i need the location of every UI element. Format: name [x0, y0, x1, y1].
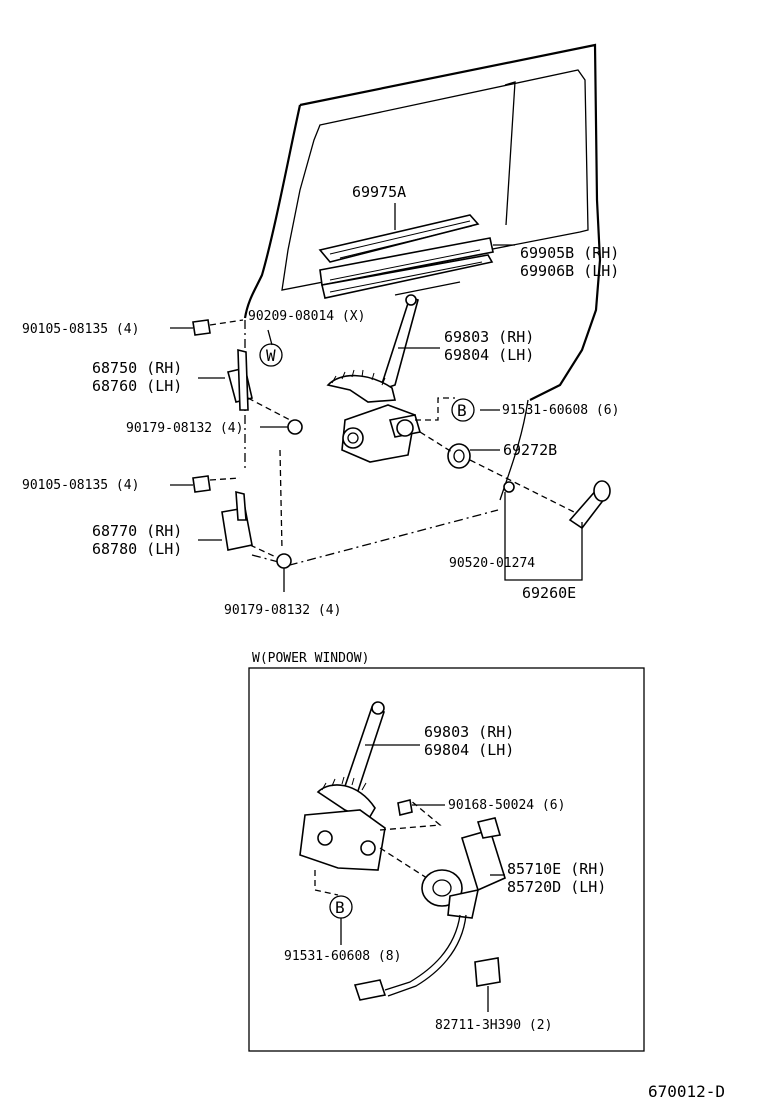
connector — [474, 957, 501, 1012]
callout-b-power: B — [335, 898, 345, 917]
label-motor-lh: 85720D (LH) — [507, 878, 606, 896]
label-pw-regulator-lh: 69804 (LH) — [424, 741, 514, 759]
power-regulator — [299, 701, 442, 896]
label-nut-upper: 90179-08132 (4) — [126, 421, 243, 436]
label-glass: 69975A — [352, 183, 406, 201]
label-washer-w: 90209-08014 (X) — [248, 309, 365, 324]
label-regulator-rh: 69803 (RH) — [444, 328, 534, 346]
label-clip: 90520-01274 — [449, 556, 535, 571]
label-hinge-lower-lh: 68780 (LH) — [92, 540, 182, 558]
label-hinge-lower-rh: 68770 (RH) — [92, 522, 182, 540]
label-channel-lh: 69906B (LH) — [520, 262, 619, 280]
lower-hinge-group — [170, 475, 292, 569]
label-bolt-b: 91531-60608 (6) — [502, 403, 619, 418]
callout-b: B — [457, 401, 467, 420]
label-hinge-upper-rh: 68750 (RH) — [92, 359, 182, 377]
label-pw-bolt: 91531-60608 (8) — [284, 949, 401, 964]
label-seat: 69272B — [503, 441, 557, 459]
leaders-upper — [198, 203, 515, 592]
handle-group — [419, 431, 611, 581]
callout-w: W — [266, 346, 276, 365]
label-bolt-top: 90105-08135 (4) — [22, 322, 139, 337]
leaders-power — [329, 744, 505, 945]
label-handle: 69260E — [522, 584, 576, 602]
power-window-box — [248, 667, 645, 1052]
label-bolt-lower: 90105-08135 (4) — [22, 478, 139, 493]
callouts — [259, 343, 475, 422]
label-channel-rh: 69905B (RH) — [520, 244, 619, 262]
power-window-title: W(POWER WINDOW) — [252, 651, 369, 666]
label-motor-rh: 85710E (RH) — [507, 860, 606, 878]
manual-regulator — [326, 294, 422, 463]
label-pw-screw: 90168-50024 (6) — [448, 798, 565, 813]
label-regulator-lh: 69804 (LH) — [444, 346, 534, 364]
label-connector: 82711-3H390 (2) — [435, 1018, 552, 1033]
door-outline — [243, 43, 602, 566]
upper-hinge-group — [170, 319, 303, 435]
diagram-id: 670012-D — [648, 1082, 725, 1101]
label-pw-regulator-rh: 69803 (RH) — [424, 723, 514, 741]
label-hinge-upper-lh: 68760 (LH) — [92, 377, 182, 395]
glass-channel — [318, 214, 494, 299]
label-nut-lower: 90179-08132 (4) — [224, 603, 341, 618]
